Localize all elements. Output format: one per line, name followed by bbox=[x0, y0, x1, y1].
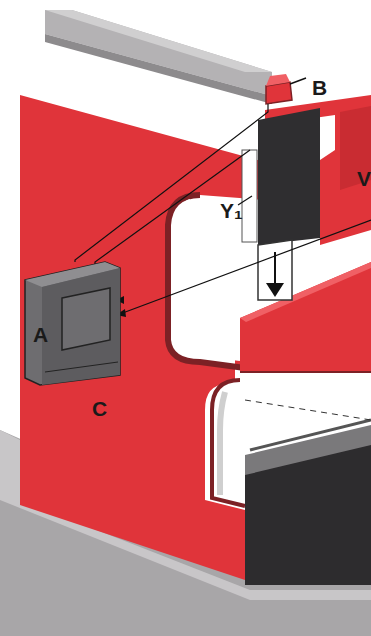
cylinder-block bbox=[258, 108, 320, 245]
controller-box bbox=[25, 262, 120, 385]
lower-throat bbox=[212, 380, 245, 506]
motion-arrow-head bbox=[266, 283, 284, 297]
top-beam-edge bbox=[45, 34, 272, 104]
part-letter: V bbox=[357, 168, 371, 189]
signal-wire bbox=[120, 220, 371, 314]
die bbox=[245, 425, 371, 475]
center-line bbox=[245, 400, 371, 420]
leader-line bbox=[290, 78, 306, 84]
die-edge bbox=[250, 420, 371, 450]
piston-rod bbox=[258, 240, 292, 300]
linear-scale bbox=[242, 150, 257, 242]
motion-arrow-shaft bbox=[274, 252, 276, 285]
part-letter: Y₁ bbox=[220, 200, 243, 221]
throat-highlight bbox=[176, 200, 240, 360]
part-letter: B bbox=[312, 77, 327, 98]
upper-beam-bottom bbox=[240, 371, 371, 373]
lower-throat-shade bbox=[220, 392, 225, 495]
top-beam bbox=[45, 10, 272, 96]
side-frame bbox=[20, 95, 265, 580]
controller-front bbox=[42, 268, 120, 385]
part-letter: C bbox=[92, 398, 107, 419]
controller-screen bbox=[62, 288, 110, 350]
part-letter: A bbox=[33, 324, 48, 345]
top-beam-face bbox=[45, 10, 272, 72]
controller-slot bbox=[45, 362, 118, 372]
frame-slot bbox=[340, 106, 371, 190]
sensor-top bbox=[266, 74, 290, 86]
signal-wire bbox=[75, 104, 268, 262]
